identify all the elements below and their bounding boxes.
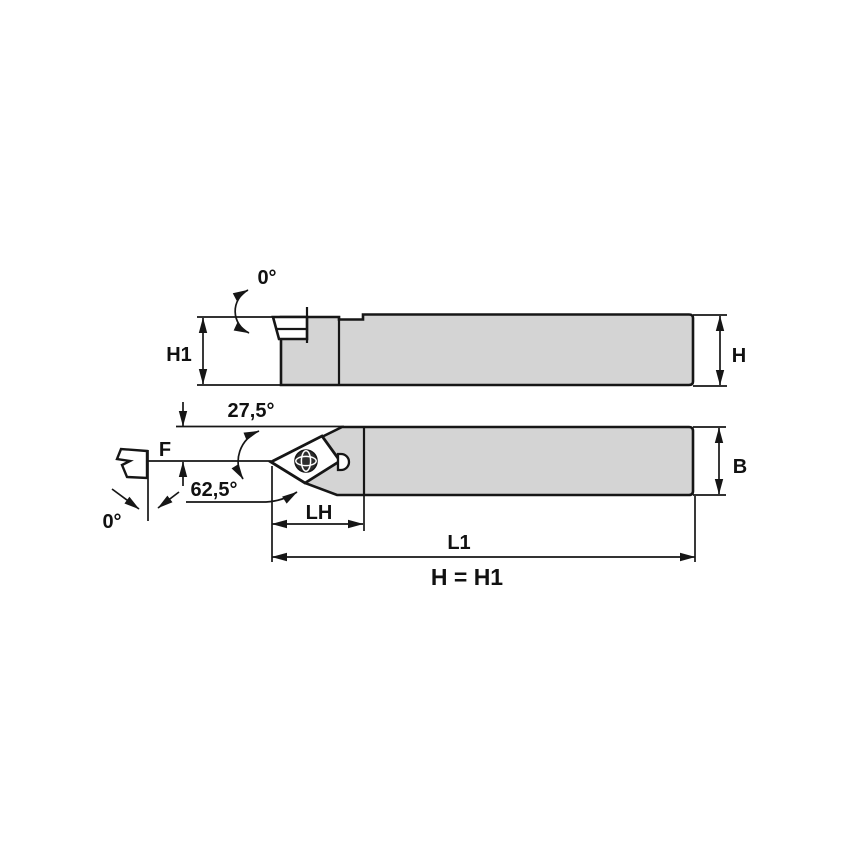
secondary-angle-leader <box>186 491 298 504</box>
clamp-screw <box>294 449 318 473</box>
height-equality-label: H = H1 <box>431 564 503 590</box>
h-label: H <box>732 345 746 367</box>
side-view: H1 H 0° <box>166 267 746 387</box>
f-label: F <box>159 439 171 461</box>
lead-angle-label: 27,5° <box>228 400 275 422</box>
side-rake-angle-arc <box>232 289 250 334</box>
front-clearance-angle-label: 0° <box>102 511 121 533</box>
pocket-pin-detail <box>336 452 351 472</box>
h1-label: H1 <box>166 344 192 366</box>
front-clearance-leader-left <box>111 488 140 510</box>
top-view: F 27,5° 62,5° 0° B LH L1 <box>102 400 747 590</box>
secondary-angle-label: 62,5° <box>191 479 238 501</box>
top-view-body <box>268 425 695 497</box>
lh-label: LH <box>306 502 333 524</box>
l1-label: L1 <box>447 532 470 554</box>
lead-angle-arc <box>231 430 260 480</box>
clamp-screw-head <box>294 449 318 473</box>
b-label: B <box>733 456 747 478</box>
front-clearance-leader-right <box>157 491 180 509</box>
insert-front-profile <box>115 447 149 480</box>
side-view-body <box>279 313 695 387</box>
side-rake-angle-label: 0° <box>257 267 276 289</box>
